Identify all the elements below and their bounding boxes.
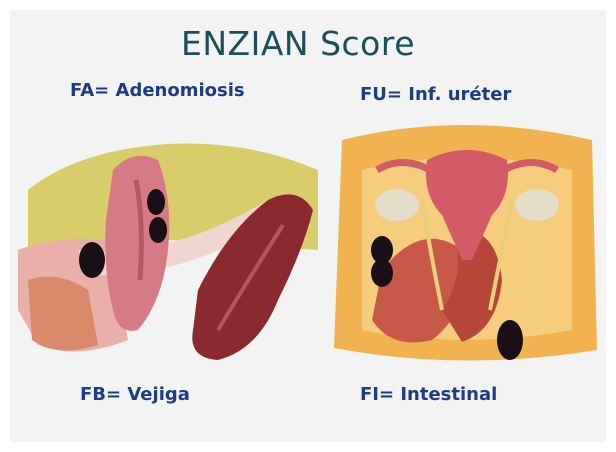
lesion-6 [497,320,523,360]
label-fa-adenomiosis: FA= Adenomiosis [70,80,245,101]
label-fb-vejiga: FB= Vejiga [80,384,190,405]
lesion-2 [149,217,167,243]
sagittal-pelvis-illustration [18,130,318,370]
slide-title: ENZIAN Score [0,24,596,63]
lesion-3 [79,242,105,278]
frontal-pelvis-illustration [322,110,602,370]
left-ovary [375,189,419,221]
label-fu-ureter: FU= Inf. uréter [360,84,511,105]
right-ovary [515,189,559,221]
lesion-1 [147,189,165,215]
label-fi-intestinal: FI= Intestinal [360,384,497,405]
lesion-5 [371,259,393,287]
